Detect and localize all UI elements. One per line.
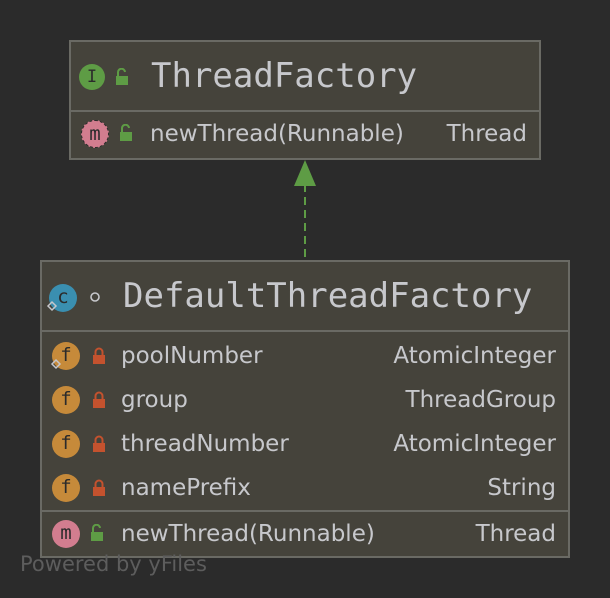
method-row[interactable]: m newThread(Runnable) Thread [71,112,539,156]
method-row[interactable]: m newThread(Runnable) Thread [42,512,568,556]
public-unlock-icon [91,524,103,541]
implements-arrow [294,160,316,262]
class-header: c DefaultThreadFactory [42,262,568,332]
method-return-type: Thread [475,521,556,547]
private-lock-icon [93,435,105,452]
field-icon: f [52,342,80,370]
class-title: DefaultThreadFactory [123,276,533,316]
field-row[interactable]: f poolNumber AtomicInteger [42,334,568,378]
field-name: group [121,387,188,413]
field-type: ThreadGroup [405,387,556,413]
static-marker-icon [50,358,62,370]
field-type: String [487,475,556,501]
interface-box-threadfactory[interactable]: I ThreadFactory m newThread(Runnable) Th… [69,40,541,160]
method-name: newThread(Runnable) [121,521,375,547]
abstract-method-icon: m [81,120,109,148]
yfiles-watermark: Powered by yFiles [20,552,207,576]
private-lock-icon [93,347,105,364]
class-box-defaultthreadfactory[interactable]: c DefaultThreadFactory f poolNumber Atom… [40,260,570,558]
field-name: namePrefix [121,475,251,501]
method-icon: m [52,520,80,548]
private-lock-icon [93,391,105,408]
static-marker-icon [46,300,58,312]
field-row[interactable]: f threadNumber AtomicInteger [42,422,568,466]
interface-header: I ThreadFactory [71,42,539,112]
method-name: newThread(Runnable) [150,121,404,147]
field-name: poolNumber [121,343,263,369]
field-name: threadNumber [121,431,289,457]
field-row[interactable]: f group ThreadGroup [42,378,568,422]
field-icon: f [52,386,80,414]
public-unlock-icon [120,124,132,141]
private-lock-icon [93,479,105,496]
field-icon: f [52,430,80,458]
interface-icon: I [79,64,105,90]
interface-title: ThreadFactory [151,56,418,96]
method-return-type: Thread [446,121,527,147]
section-divider [42,510,568,512]
field-type: AtomicInteger [393,343,556,369]
field-row[interactable]: f namePrefix String [42,466,568,510]
field-type: AtomicInteger [393,431,556,457]
public-unlock-icon [116,68,128,85]
package-private-icon [90,292,100,302]
field-icon: f [52,474,80,502]
